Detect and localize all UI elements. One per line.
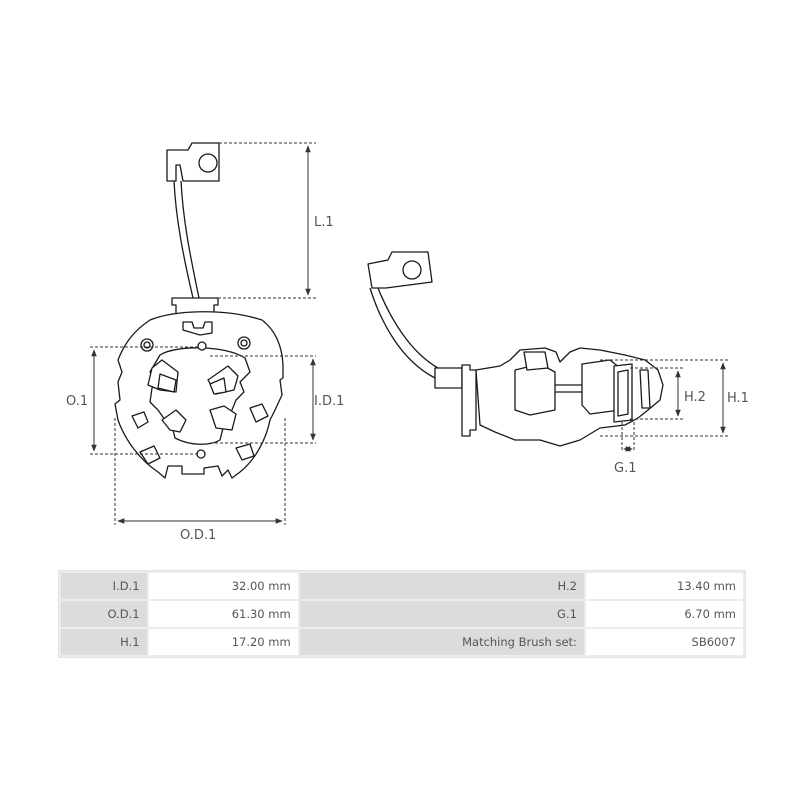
- brush-holder-technical-drawing: L.1 O.1 I.D.1 O.D.1: [66, 142, 749, 543]
- table-row: O.D.1 61.30 mm G.1 6.70 mm: [61, 601, 743, 627]
- dim-label-od1: O.D.1: [180, 528, 216, 543]
- lead-wire: [173, 180, 200, 299]
- spec-label: G.1: [299, 601, 584, 627]
- front-view-drawing: [114, 142, 284, 479]
- spec-label: Matching Brush set:: [299, 629, 584, 655]
- spec-label: H.2: [299, 573, 584, 599]
- terminal-lug-icon: [166, 142, 220, 182]
- brush-box-icon: [131, 359, 269, 465]
- front-view-dimensions: [90, 142, 316, 525]
- spec-value: 13.40 mm: [585, 573, 743, 599]
- table-row: I.D.1 32.00 mm H.2 13.40 mm: [61, 573, 743, 599]
- dim-label-id1: I.D.1: [314, 394, 344, 409]
- spec-label: O.D.1: [61, 601, 147, 627]
- dim-label-o1: O.1: [66, 394, 88, 409]
- terminal-lug-icon: [367, 251, 433, 289]
- side-flange: [461, 364, 477, 437]
- dim-label-g1: G.1: [614, 461, 636, 476]
- table-row: H.1 17.20 mm Matching Brush set: SB6007: [61, 629, 743, 655]
- lead-wire: [369, 287, 439, 379]
- matching-brush-set-value: SB6007: [585, 629, 743, 655]
- spec-value: 61.30 mm: [148, 601, 298, 627]
- side-view-drawing: [367, 251, 664, 447]
- specification-table: I.D.1 32.00 mm H.2 13.40 mm O.D.1 61.30 …: [58, 570, 746, 658]
- dim-label-l1: L.1: [314, 215, 334, 230]
- spec-value: 32.00 mm: [148, 573, 298, 599]
- spec-value: 6.70 mm: [585, 601, 743, 627]
- dim-label-h2: H.2: [684, 390, 706, 405]
- spec-value: 17.20 mm: [148, 629, 298, 655]
- side-view-dimensions: [600, 359, 730, 452]
- side-body: [475, 347, 664, 447]
- spec-label: I.D.1: [61, 573, 147, 599]
- dim-label-h1: H.1: [727, 391, 749, 406]
- brush-box-icon: [514, 351, 651, 423]
- spec-label: H.1: [61, 629, 147, 655]
